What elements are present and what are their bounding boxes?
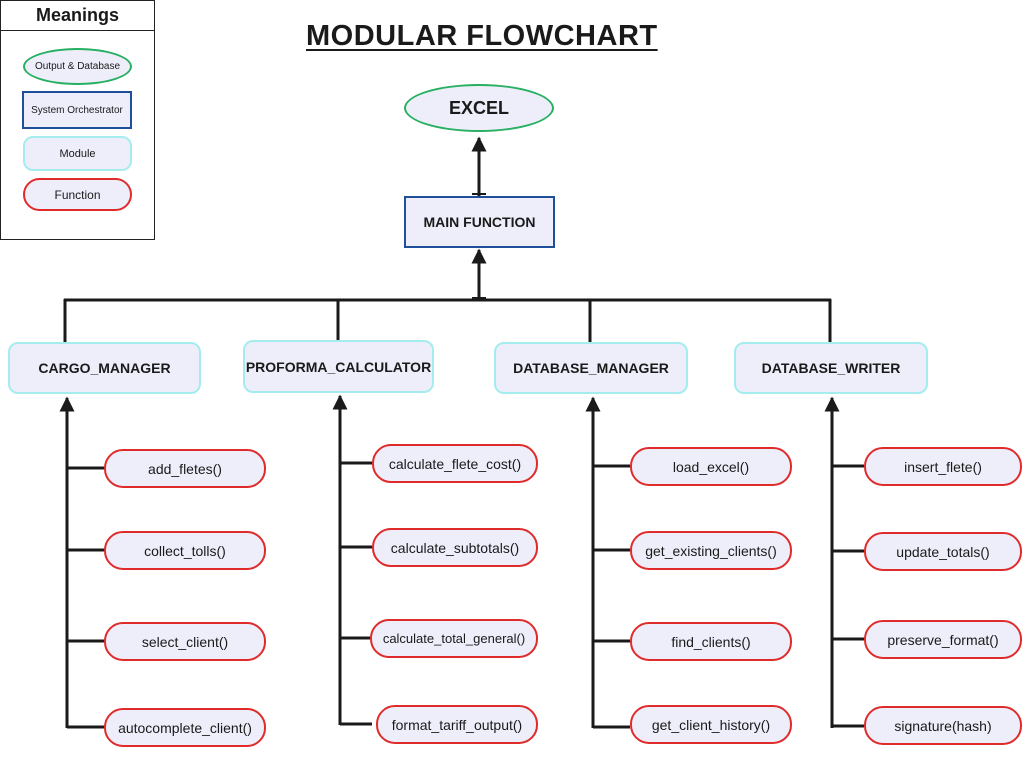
legend-output-database: Output & Database [23,48,132,85]
function-collect-tolls: collect_tolls() [104,531,266,570]
function-label: update_totals() [896,543,990,560]
legend-system-orchestrator: System Orchestrator [22,91,132,129]
function-add-fletes: add_fletes() [104,449,266,488]
main-function-node: MAIN FUNCTION [404,196,555,248]
function-find-clients: find_clients() [630,622,792,661]
function-signature-hash: signature(hash) [864,706,1022,745]
function-label: get_client_history() [651,716,771,733]
function-label: collect_tolls() [144,542,226,559]
module-proforma-calculator-label: PROFORMA_CALCULATOR [245,359,432,375]
function-label: get_existing_clients() [645,542,777,559]
module-database-writer: DATABASE_WRITER [734,342,928,394]
function-get-existing-clients: get_existing_clients() [630,531,792,570]
function-format-tariff-output: format_tariff_output() [376,705,538,744]
function-label: select_client() [141,633,229,650]
function-update-totals: update_totals() [864,532,1022,571]
legend-function-label: Function [54,187,101,202]
function-label: calculate_flete_cost() [388,455,522,472]
module-database-writer-label: DATABASE_WRITER [761,360,901,376]
function-autocomplete-client: autocomplete_client() [104,708,266,747]
excel-node-label: EXCEL [448,97,509,118]
excel-node: EXCEL [404,84,554,132]
page-title: MODULAR FLOWCHART [306,20,658,52]
legend-module-label: Module [59,147,96,160]
function-label: load_excel() [672,458,750,475]
legend-system-orchestrator-label: System Orchestrator [31,104,123,116]
legend-module: Module [23,136,132,171]
legend-heading: Meanings [1,1,154,31]
module-cargo-manager: CARGO_MANAGER [8,342,201,394]
function-label: signature(hash) [894,717,992,734]
module-database-manager: DATABASE_MANAGER [494,342,688,394]
legend-function: Function [23,178,132,211]
function-label: insert_flete() [904,458,982,475]
function-calculate-flete-cost: calculate_flete_cost() [372,444,538,483]
function-calculate-total-general: calculate_total_general() [370,619,538,658]
function-label: format_tariff_output() [391,716,523,733]
module-database-manager-label: DATABASE_MANAGER [513,360,669,376]
function-load-excel: load_excel() [630,447,792,486]
function-preserve-format: preserve_format() [864,620,1022,659]
function-label: preserve_format() [887,631,999,648]
module-cargo-manager-label: CARGO_MANAGER [38,360,171,376]
function-select-client: select_client() [104,622,266,661]
function-calculate-subtotals: calculate_subtotals() [372,528,538,567]
module-proforma-calculator: PROFORMA_CALCULATOR [243,340,434,393]
function-label: find_clients() [671,633,751,650]
function-get-client-history: get_client_history() [630,705,792,744]
function-insert-flete: insert_flete() [864,447,1022,486]
main-function-label: MAIN FUNCTION [423,214,536,230]
legend-output-database-label: Output & Database [34,61,121,72]
function-label: calculate_subtotals() [390,539,520,556]
legend-panel: Meanings Output & Database System Orches… [0,0,155,240]
function-label: calculate_total_general() [382,631,526,646]
function-label: autocomplete_client() [118,719,252,736]
function-label: add_fletes() [148,460,222,477]
